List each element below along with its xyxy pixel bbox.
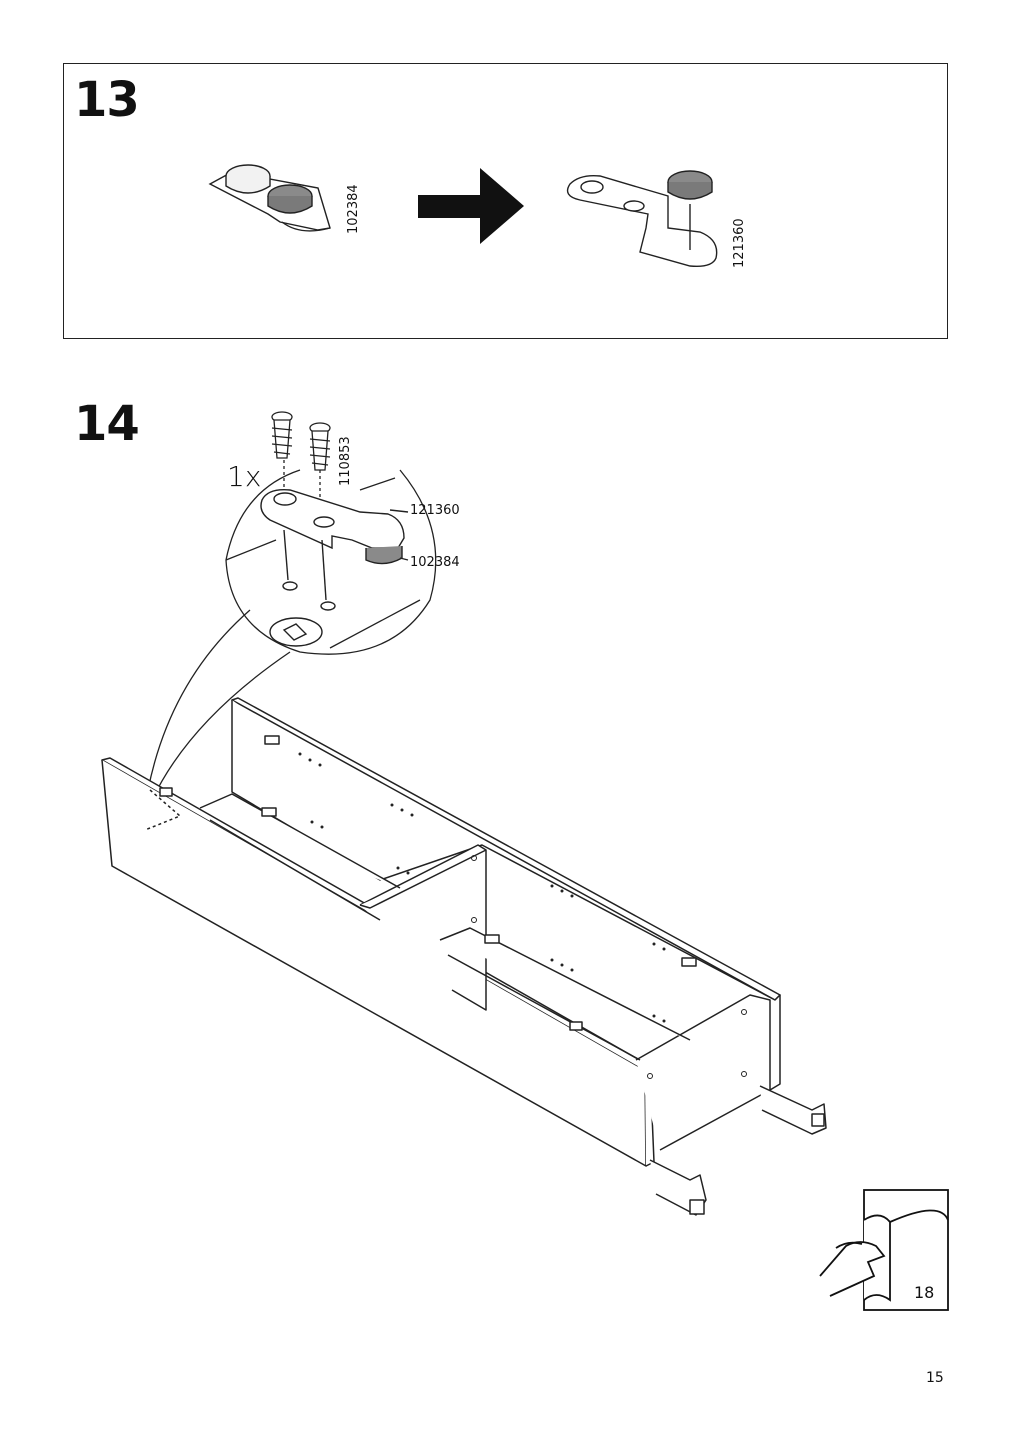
cabinet-assembly-illustration (101, 697, 827, 1216)
page-number: 15 (926, 1370, 944, 1386)
step-13-number: 13 (74, 72, 140, 128)
part-code-screw: 110853 (338, 436, 353, 486)
part-code-bracket-detail: 121360 (410, 503, 460, 518)
detail-magnifier (147, 469, 437, 801)
part-code-glide-detail: 102384 (410, 555, 460, 570)
part-code-bracket: 121360 (732, 218, 747, 268)
turn-page-target: 18 (914, 1283, 935, 1302)
bracket-with-glide-illustration (566, 170, 718, 268)
screw-pair-illustration (271, 411, 331, 520)
part-code-glide: 102384 (346, 184, 361, 234)
step-13-frame (63, 63, 948, 339)
step-14-number: 14 (74, 396, 140, 452)
turn-page-icon (819, 1189, 949, 1311)
pin-holes (298, 752, 747, 1079)
bracket-detail (260, 489, 409, 647)
arrow-right-icon (418, 168, 524, 244)
glide-pair-illustration (208, 164, 331, 232)
quantity-label: 1x (227, 460, 262, 493)
